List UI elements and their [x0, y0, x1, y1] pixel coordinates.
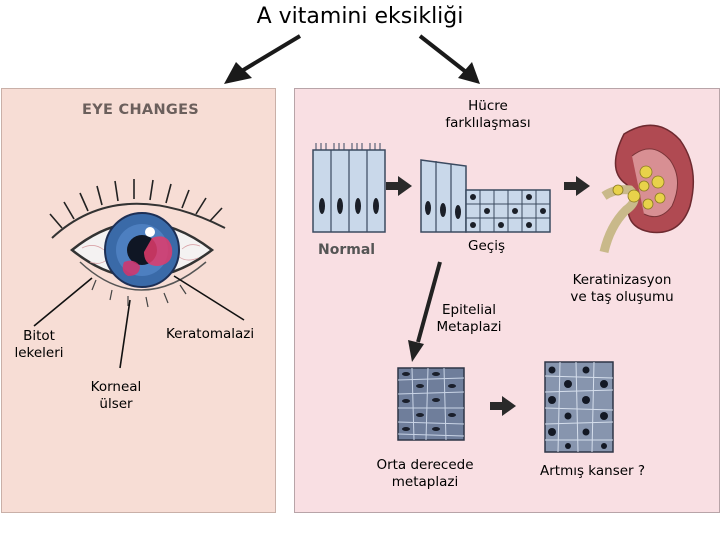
eye-changes-panel: [1, 88, 276, 513]
epitelial-label: Epitelial Metaplazi: [436, 302, 502, 335]
artmis-kanser-label: Artmış kanser ?: [540, 463, 646, 479]
normal-cells: [312, 143, 386, 233]
korneal-label: Korneal ülser: [90, 379, 142, 412]
eye-changes-header: EYE CHANGES: [82, 102, 200, 118]
cancer-tissue: [544, 361, 614, 453]
orta-metaplazi-label: Orta derecede metaplazi: [376, 457, 474, 490]
arrow-to-transition: [386, 176, 412, 196]
keratomalazi-leader-line: [173, 275, 245, 321]
title-arrow-right: [418, 34, 480, 84]
normal-label: Normal: [318, 242, 376, 258]
keratomalazi-label: Keratomalazi: [166, 326, 255, 342]
gecis-label: Geçiş: [468, 238, 505, 254]
moderate-metaplasia-tissue: [397, 367, 465, 441]
arrow-to-cancer: [490, 396, 516, 416]
arrow-to-kidney: [564, 176, 590, 196]
arrow-to-metaplasia: [408, 261, 442, 362]
hucre-label: Hücre farklılaşması: [445, 98, 531, 131]
bitot-label: Bitot lekeleri: [14, 328, 64, 361]
bitot-leader-line: [33, 277, 93, 327]
transition-cells: [420, 159, 551, 233]
diagram-title: A vitamini eksikliği: [256, 4, 464, 29]
korneal-leader-line: [119, 299, 131, 369]
kidney-stones-illustration: [599, 124, 695, 254]
eye-illustration: [49, 179, 226, 308]
title-arrow-left: [224, 34, 302, 84]
keratinizasyon-label: Keratinizasyon ve taş oluşumu: [570, 272, 674, 305]
